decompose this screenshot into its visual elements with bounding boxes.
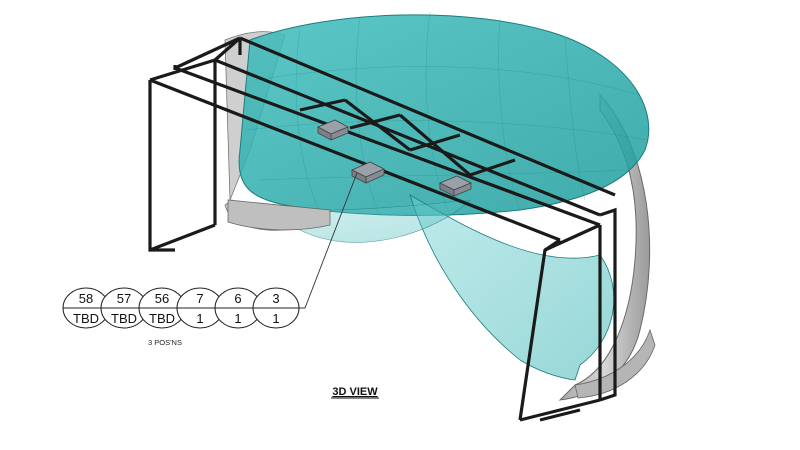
balloon-quantity: 1 — [272, 311, 279, 326]
callout-balloon: 31 — [252, 287, 300, 329]
balloon-item-number: 7 — [196, 291, 203, 306]
balloon-quantity: TBD — [149, 311, 175, 326]
balloon-item-number: 58 — [79, 291, 93, 306]
balloon-item-number: 56 — [155, 291, 169, 306]
balloon-quantity: TBD — [111, 311, 137, 326]
callout-balloon: 71 — [176, 287, 224, 329]
position-note: 3 POS'NS — [148, 338, 182, 347]
callout-balloon: 61 — [214, 287, 262, 329]
projector-1 — [317, 119, 349, 141]
balloon-quantity: TBD — [73, 311, 99, 326]
balloon-item-number: 3 — [272, 291, 279, 306]
projector-3 — [439, 175, 472, 197]
balloon-quantity: 1 — [234, 311, 241, 326]
balloon-quantity: 1 — [196, 311, 203, 326]
view-title: 3D VIEW — [332, 386, 378, 398]
balloon-item-number: 57 — [117, 291, 131, 306]
base-ring — [227, 199, 656, 399]
support-frame — [148, 36, 617, 422]
projector-2 — [351, 161, 385, 184]
projector-units — [317, 119, 472, 197]
balloon-item-number: 6 — [234, 291, 241, 306]
